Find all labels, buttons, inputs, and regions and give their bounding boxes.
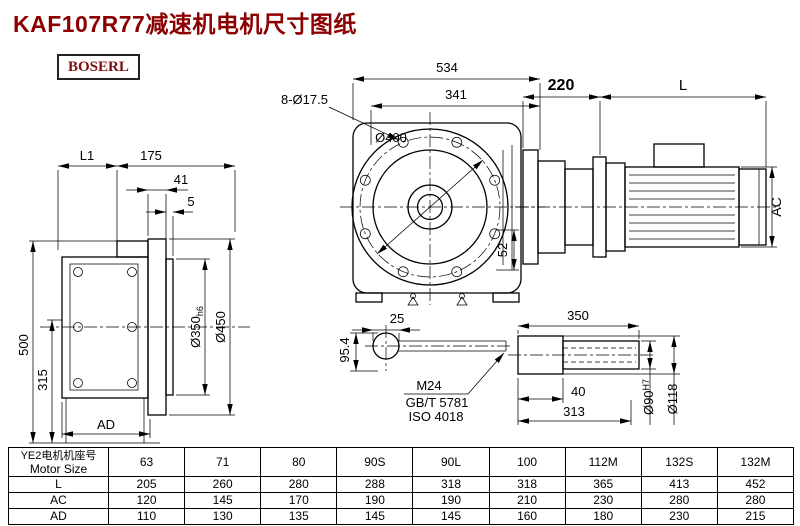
shaft-detail: 350 40 313 Ø90H7 Ø118: [508, 308, 680, 425]
thread-note-m24: M24: [416, 378, 441, 393]
table-row-AC: AC 120 145 170 190 190 210 230 280 280: [8, 492, 795, 509]
dim-cell: 210: [488, 492, 566, 509]
fan-cover: [738, 168, 767, 246]
bolt-circle: [359, 136, 501, 278]
front-view: Ø400 534 341 8-Ø17.5 52 25 95.4: [281, 60, 545, 424]
motor-side-view: 220 L AC 350 40 313: [508, 77, 784, 425]
dim-315-label: 315: [35, 369, 50, 391]
top-bracket: [116, 240, 149, 258]
dim-95-4-label: 95.4: [337, 337, 352, 362]
dim-500-label: 500: [16, 334, 31, 356]
dim-313-label: 313: [563, 404, 585, 419]
dim-cell: 145: [412, 508, 490, 525]
dim-cell: 280: [640, 492, 718, 509]
dim-cell: 130: [184, 508, 262, 525]
standard-note-iso: ISO 4018: [409, 409, 464, 424]
standard-note-gb: GB/T 5781: [406, 395, 469, 410]
row-label: L: [8, 476, 109, 493]
mounting-foot: [355, 292, 383, 303]
dim-40-label: 40: [571, 384, 585, 399]
dim-cell: 318: [488, 476, 566, 493]
frame-header: 90L: [412, 447, 490, 477]
housing-outline: [352, 122, 522, 294]
dim-L-label: L: [679, 77, 687, 94]
dim-cell: 160: [488, 508, 566, 525]
dim-cell: 190: [412, 492, 490, 509]
dim-d450-label: Ø450: [213, 311, 228, 343]
dim-cell: 120: [107, 492, 186, 509]
dim-cell: 230: [640, 508, 718, 525]
dim-341-label: 341: [445, 87, 467, 102]
dim-bolt-holes-label: 8-Ø17.5: [281, 92, 328, 107]
gearbox-body-inner: [69, 263, 139, 391]
frame-header: 132S: [640, 447, 718, 477]
table-row-AD: AD 110 130 135 145 145 160 180 230 215: [8, 508, 795, 525]
dim-cell: 145: [336, 508, 414, 525]
dim-cell: 280: [716, 492, 795, 509]
flange-spigot: [165, 258, 174, 396]
frame-header: 80: [260, 447, 338, 477]
dim-cell: 413: [640, 476, 718, 493]
dim-cell: 145: [184, 492, 262, 509]
row-label: AD: [8, 508, 109, 525]
table-row-L: L 205 260 280 288 318 318 365 413 452: [8, 476, 795, 493]
dim-cell: 180: [564, 508, 642, 525]
dim-175-label: 175: [140, 148, 162, 163]
dim-d90H7-label: Ø90H7: [641, 379, 656, 415]
frame-header: 63: [107, 447, 186, 477]
row-label: AC: [8, 492, 109, 509]
dim-cell: 190: [336, 492, 414, 509]
dim-cell: 170: [260, 492, 338, 509]
dim-cell: 288: [336, 476, 414, 493]
terminal-box: [653, 143, 705, 168]
dim-d400-label: Ø400: [375, 130, 407, 145]
dim-220-label: 220: [548, 77, 575, 94]
motor-dimension-table: YE2电机机座号 Motor Size 63 71 80 90S 90L 100…: [8, 447, 795, 525]
dim-cell: 260: [184, 476, 262, 493]
dim-534-label: 534: [436, 60, 458, 75]
header-motor-size-cn: YE2电机机座号: [20, 449, 97, 462]
dim-41-label: 41: [174, 172, 188, 187]
dim-l1-label: L1: [80, 148, 94, 163]
dim-cell: 365: [564, 476, 642, 493]
gearbox-body: [61, 256, 149, 399]
dim-52-label: 52: [495, 243, 510, 257]
dim-d350h6-label: Ø350h6: [188, 306, 205, 348]
brand-label: BOSERL: [68, 59, 129, 75]
left-side-view: L1 175 41 5 500 315 AD Ø350h6: [16, 148, 250, 444]
dim-350-label: 350: [567, 308, 589, 323]
flange-circle: [351, 128, 509, 286]
brand-logo-box: BOSERL: [57, 54, 140, 80]
frame-header: 100: [488, 447, 566, 477]
dim-d118-label: Ø118: [665, 384, 680, 415]
frame-header: 132M: [716, 447, 795, 477]
header-motor-size-en: Motor Size: [29, 461, 88, 476]
frame-header: 90S: [336, 447, 414, 477]
dim-cell: 205: [107, 476, 186, 493]
mounting-foot: [492, 292, 520, 303]
dim-5-label: 5: [187, 194, 194, 209]
dim-cell: 135: [260, 508, 338, 525]
frame-header: 112M: [564, 447, 642, 477]
frame-header: 71: [184, 447, 262, 477]
table-header-row: YE2电机机座号 Motor Size 63 71 80 90S 90L 100…: [8, 447, 795, 477]
dim-AC-label: AC: [768, 197, 784, 216]
dim-cell: 280: [260, 476, 338, 493]
dim-cell: 110: [107, 508, 186, 525]
dim-cell: 215: [716, 508, 795, 525]
d400-diameter-line: [376, 159, 484, 255]
technical-drawing: L1 175 41 5 500 315 AD Ø350h6: [16, 60, 784, 444]
header-motor-size: YE2电机机座号 Motor Size: [8, 447, 109, 477]
dim-cell: 230: [564, 492, 642, 509]
page-title: KAF107R77减速机电机尺寸图纸: [13, 11, 357, 37]
shaft-step-small: [562, 340, 640, 370]
dim-cell: 318: [412, 476, 490, 493]
dim-cell: 452: [716, 476, 795, 493]
dim-ad-label: AD: [97, 417, 115, 432]
dim-25-label: 25: [390, 311, 404, 326]
motor-fins: [629, 174, 735, 240]
